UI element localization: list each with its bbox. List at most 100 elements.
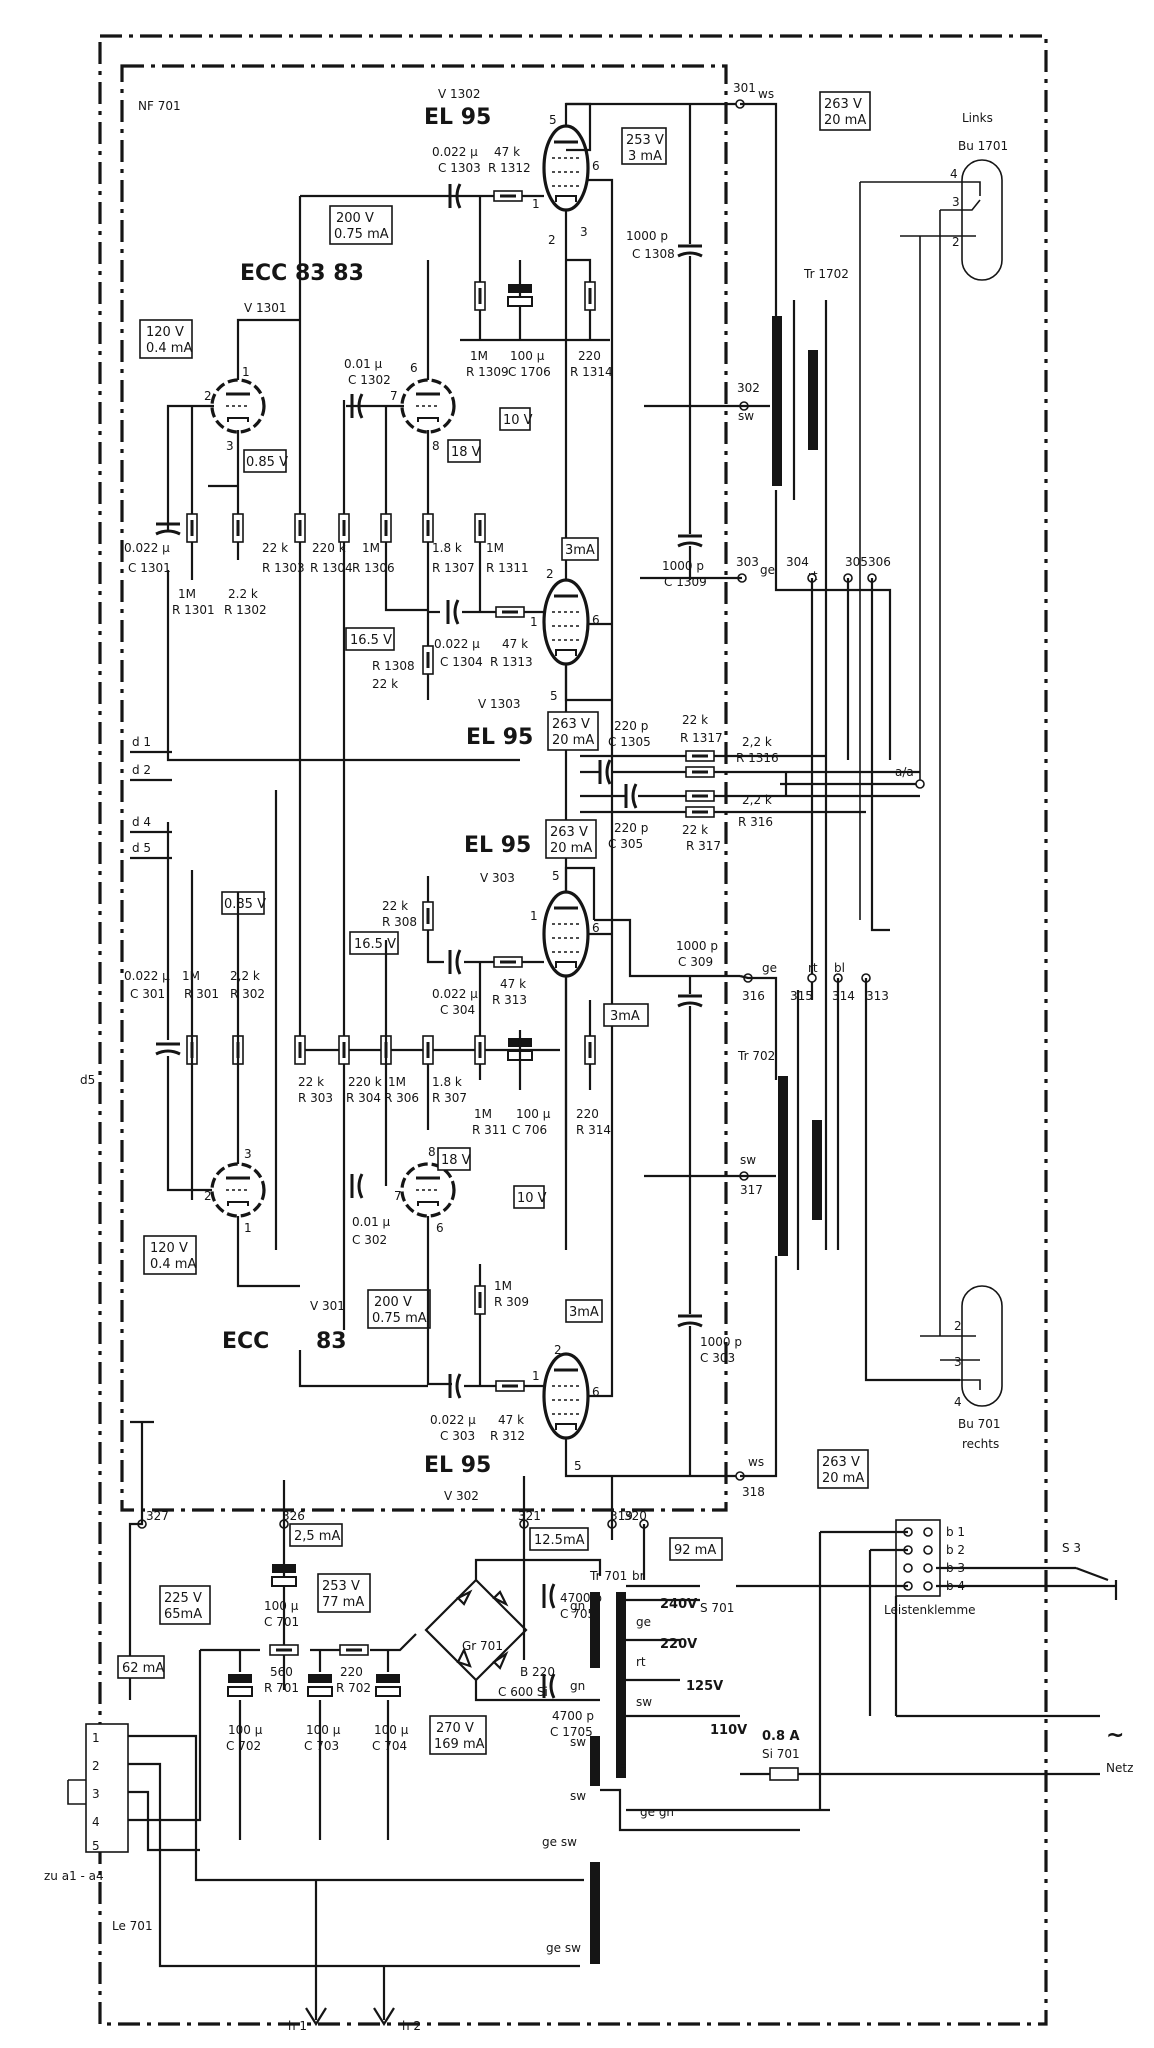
pin-label: 5 — [549, 113, 557, 127]
component-ref: C 704 — [372, 1739, 407, 1753]
resistor-r1306 — [379, 512, 393, 544]
tube-type-v302: EL 95 — [424, 1453, 491, 1478]
resistor-r1309 — [473, 280, 487, 312]
component-value: 47 k — [498, 1413, 524, 1427]
pin-label: 1 — [244, 1221, 252, 1235]
terminal-label: 320 — [624, 1509, 647, 1523]
transformer-ref: Tr 702 — [737, 1049, 775, 1063]
component-value: 0.01 µ — [344, 357, 383, 371]
resistor-r1302 — [231, 512, 245, 544]
pin-number: 3 — [954, 1355, 962, 1369]
component-ref: C 302 — [352, 1233, 387, 1247]
voltage-value: 263 V — [822, 1455, 860, 1470]
component-ref: C 701 — [264, 1615, 299, 1629]
component-ref: R 303 — [298, 1091, 333, 1105]
resistor-r1304 — [337, 512, 351, 544]
pin-label: 3 — [580, 225, 588, 239]
voltage-box — [289, 1523, 343, 1547]
component-ref: C 702 — [226, 1739, 261, 1753]
voltage-box — [345, 627, 395, 651]
tube-v1302 — [542, 124, 590, 212]
capacitor-c1308 — [676, 244, 704, 258]
voltage-box — [499, 407, 531, 431]
current-value: 20 mA — [822, 1471, 864, 1486]
socket-ref: Bu 701 — [958, 1417, 1001, 1431]
net-label: d 2 — [132, 763, 151, 777]
pin-label: 5 — [574, 1459, 582, 1473]
triode-v1301b — [400, 378, 456, 434]
fuse-si701 — [769, 1767, 799, 1781]
capacitor-c702 — [227, 1673, 253, 1697]
voltage-box — [603, 1003, 649, 1027]
wire-color: sw — [636, 1695, 652, 1709]
component-ref: R 1317 — [680, 731, 723, 745]
bridge-rectifier-gr701 — [424, 1578, 528, 1682]
terminal-label: 327 — [146, 1509, 169, 1523]
resistor-r303 — [293, 1034, 307, 1066]
component-ref: R 1304 — [310, 561, 353, 575]
resistor-r307 — [421, 1034, 435, 1066]
tube-ref-v1302: V 1302 — [438, 87, 481, 101]
fuse-rating: 0.8 A — [762, 1729, 800, 1744]
component-value: 220 — [340, 1665, 363, 1679]
tube-ref-v303: V 303 — [480, 871, 515, 885]
net-label: h 1 — [288, 2019, 307, 2033]
voltage-tap: 125V — [686, 1679, 723, 1694]
wire-color: gn — [570, 1679, 585, 1693]
component-value: 2,2 k — [742, 735, 772, 749]
pin-label: 1 — [532, 1369, 540, 1383]
component-ref: R 317 — [686, 839, 721, 853]
tube-ref-v1303: V 1303 — [478, 697, 521, 711]
wire-color: ws — [748, 1455, 764, 1469]
component-ref: R 308 — [382, 915, 417, 929]
terminal-label: 315 — [790, 989, 813, 1003]
component-value: 22 k — [262, 541, 288, 555]
component-ref: C 309 — [678, 955, 713, 969]
tube-type-v303: EL 95 — [464, 833, 531, 858]
terminal-label: 301 — [733, 81, 756, 95]
component-value: 2.2 k — [228, 587, 258, 601]
tube-ref-v301: V 301 — [310, 1299, 345, 1313]
component-ref: C 1705 — [550, 1725, 593, 1739]
pin-label: 2 — [204, 389, 212, 403]
terminal-label: 319 — [610, 1509, 633, 1523]
component-value: 1M — [470, 349, 488, 363]
voltage-box — [447, 439, 481, 463]
voltage-value: 120 V — [150, 1241, 188, 1256]
component-ref: C 303 — [440, 1429, 475, 1443]
voltage-box — [621, 127, 667, 165]
mains-symbol: ~ — [1106, 1723, 1124, 1748]
component-ref: C 706 — [512, 1123, 547, 1137]
pin-label: 6 — [436, 1221, 444, 1235]
current-value: 0.4 mA — [150, 1257, 196, 1272]
tube-v303 — [542, 890, 590, 978]
current-value: 62 mA — [122, 1661, 164, 1676]
resistor-r1314 — [583, 280, 597, 312]
transformer-tr701-shield — [590, 1862, 600, 1964]
tube-type-v1302: EL 95 — [424, 105, 491, 130]
resistor-r314 — [583, 1034, 597, 1066]
current-value: 3mA — [610, 1009, 640, 1024]
switch-ref: S 3 — [1062, 1541, 1081, 1555]
resistor-r311 — [473, 1034, 487, 1066]
voltage-box — [513, 1185, 545, 1209]
pin-number: 3 — [952, 195, 960, 209]
component-value: 100 µ — [374, 1723, 409, 1737]
component-value: 0.01 µ — [352, 1215, 391, 1229]
component-value: 22 k — [382, 899, 408, 913]
resistor-r1307 — [421, 512, 435, 544]
terminal-label: 317 — [740, 1183, 763, 1197]
current-value: 3 mA — [628, 149, 662, 164]
terminal-strip-label: Leistenklemme — [884, 1603, 976, 1617]
tube-v1303 — [542, 578, 590, 666]
pin-label: 8 — [428, 1145, 436, 1159]
capacitor-c1304 — [446, 598, 460, 626]
component-ref: C 1304 — [440, 655, 483, 669]
capacitor-c303b — [676, 1314, 704, 1328]
voltage-box — [367, 1289, 431, 1329]
voltage-value: 200 V — [374, 1295, 412, 1310]
current-value: 2,5 mA — [294, 1529, 340, 1544]
component-value: 1000 p — [700, 1335, 742, 1349]
resistor-r701 — [268, 1643, 300, 1657]
terminal-label: 326 — [282, 1509, 305, 1523]
